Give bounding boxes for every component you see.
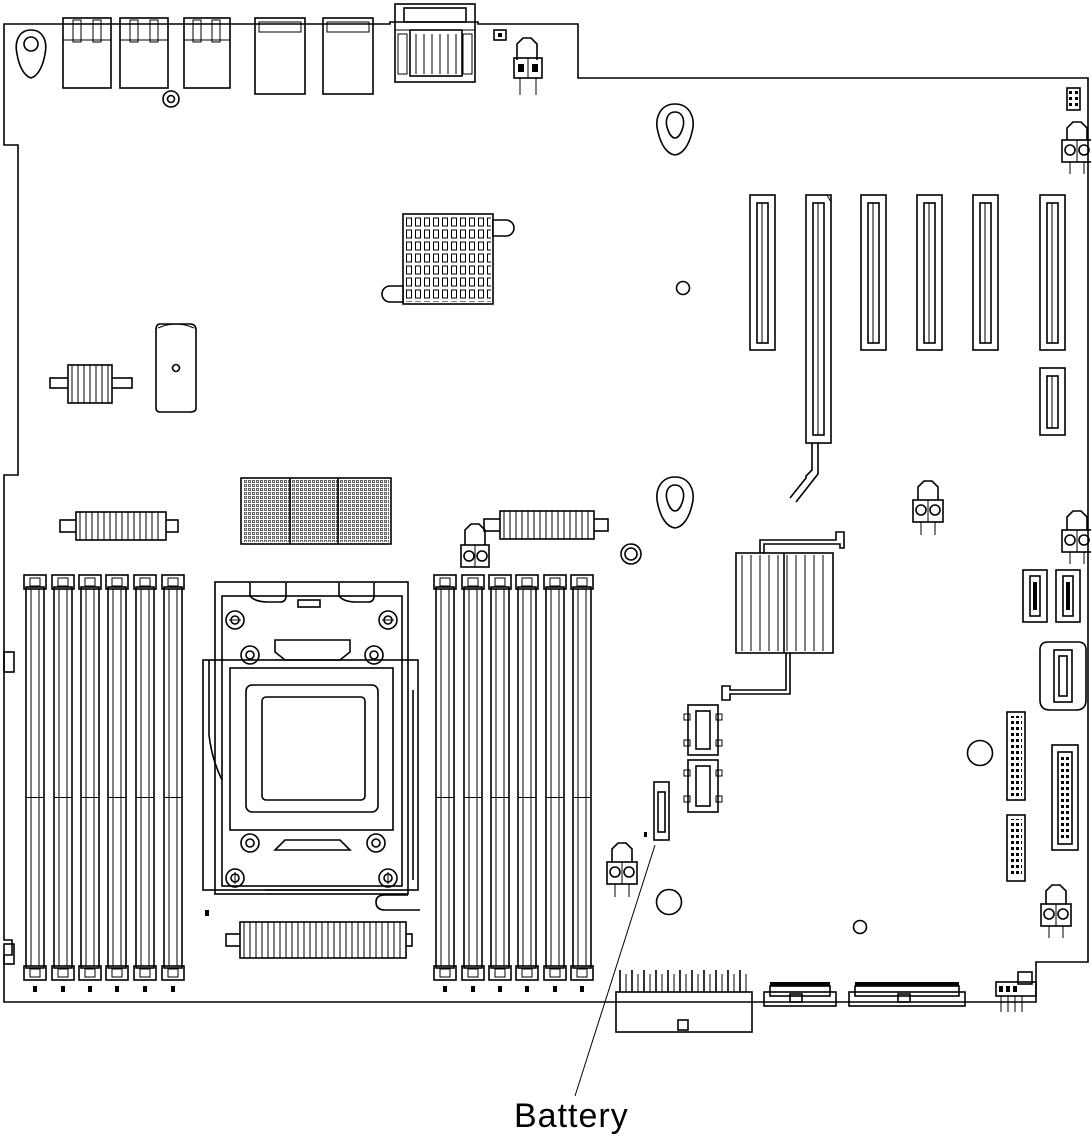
socket-screw (364, 645, 384, 665)
usb-port-1 (254, 17, 306, 95)
video-connector (394, 3, 476, 83)
vrm-heatsink-left (49, 364, 133, 404)
callout-label-battery: Battery (514, 1097, 629, 1135)
pin-header-right-2 (1006, 814, 1026, 882)
edge-marker (3, 943, 15, 965)
fan-connector-top (513, 37, 543, 95)
socket-screw (378, 868, 398, 888)
fan-connector-right-edge (1061, 510, 1091, 564)
dimm-slot (51, 574, 75, 992)
edge-marker (3, 651, 15, 673)
chipset-heatsink (381, 213, 515, 305)
fin-strip-right (483, 510, 609, 540)
dimm-slot (133, 574, 157, 992)
mounting-hole-large (655, 888, 683, 916)
battery-leader-line (574, 844, 656, 1097)
dimm-slot (78, 574, 102, 992)
usb-internal-connector (1039, 641, 1087, 711)
pin-header-top-right (1066, 87, 1081, 111)
dimm-slot (570, 574, 594, 992)
small-pad (205, 910, 209, 916)
voltage-regulator-block (240, 477, 392, 545)
pcie-slot-short (1039, 367, 1066, 436)
sas-connector-lower (683, 759, 723, 813)
ethernet-port-2 (119, 17, 169, 89)
mounting-keyhole-top-right (656, 103, 694, 156)
southbridge-heatsink (721, 531, 845, 701)
fan-connector-right-top (1061, 121, 1091, 174)
dimm-slot (543, 574, 567, 992)
fan-connector-center (460, 523, 490, 568)
sata-connector (1055, 569, 1081, 623)
battery (644, 781, 670, 841)
usb-port-2 (322, 17, 374, 95)
standoff-ring (620, 543, 642, 565)
mounting-hole (852, 919, 868, 935)
pcie-slot (972, 194, 999, 351)
socket-screw (366, 833, 386, 853)
pcie-slot-long (789, 194, 832, 503)
mounting-keyhole-top-left (15, 29, 47, 79)
socket-screw (225, 610, 245, 630)
pcie-slot (1039, 194, 1066, 351)
small-jumper-top (493, 29, 507, 41)
power-connector-main (615, 970, 753, 1033)
dimm-slot (515, 574, 539, 992)
sas-connector-upper (683, 704, 723, 756)
rear-io-ports (62, 3, 507, 108)
tpm-module (155, 323, 197, 413)
fan-connector-bottom-center (606, 842, 638, 897)
socket-screw (225, 868, 245, 888)
pcie-slot (860, 194, 887, 351)
dimm-slot (433, 574, 457, 992)
pcie-slot (749, 194, 776, 351)
fan-connector-right-mid (912, 480, 944, 535)
pcie-slot (916, 194, 943, 351)
jumper-block-bottom-right (995, 971, 1037, 1012)
mounting-hole-large (966, 739, 994, 767)
sata-connector (1022, 569, 1048, 623)
socket-screw (378, 610, 398, 630)
dimm-slots-right (433, 574, 594, 992)
pcie-slots (749, 194, 1066, 503)
ethernet-port-1 (62, 17, 112, 89)
mounting-keyhole-mid (656, 476, 694, 529)
socket-screw (240, 833, 260, 853)
cpu-socket (202, 581, 420, 911)
power-connector-small-2 (848, 982, 966, 1007)
dimm-slot (23, 574, 47, 992)
dimm-slots-left (23, 574, 185, 992)
dimm-slot (488, 574, 512, 992)
fin-strip-bottom (225, 921, 413, 959)
fan-connector-right-lower (1040, 884, 1072, 938)
pin-header-right-1 (1006, 711, 1026, 801)
board-outline (3, 21, 1089, 1003)
front-panel-connector (1051, 744, 1079, 851)
socket-screw (240, 645, 260, 665)
dimm-slot (105, 574, 129, 992)
mounting-hole (675, 280, 691, 296)
standoff-screw (162, 90, 180, 108)
dimm-slot (161, 574, 185, 992)
ethernet-port-3 (183, 17, 231, 89)
power-connector-small-1 (763, 982, 837, 1007)
fin-strip-left (59, 511, 179, 541)
dimm-slot (461, 574, 485, 992)
